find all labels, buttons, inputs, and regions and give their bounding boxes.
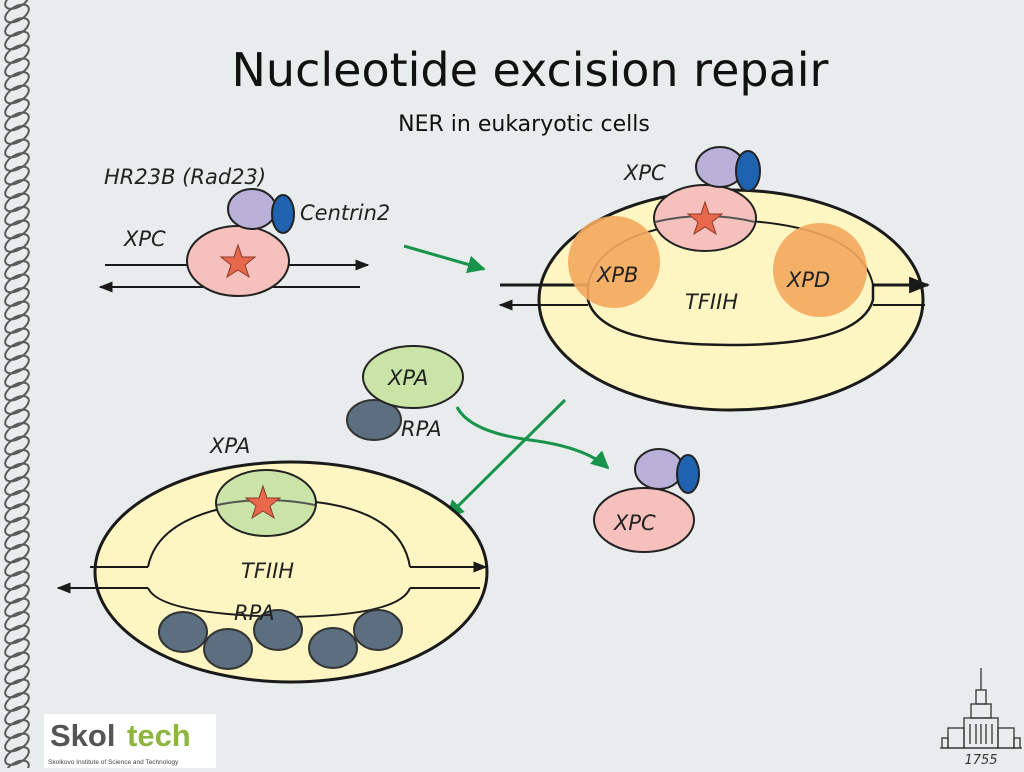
- page-title: Nucleotide excision repair: [232, 43, 829, 97]
- label-tfiih: TFIIH: [685, 290, 738, 314]
- rpa-subunit: [253, 609, 303, 651]
- centrin2-protein-bound: [735, 150, 761, 192]
- lesion-star-icon: [686, 200, 724, 236]
- hr23b-protein-released: [634, 448, 684, 490]
- label-xpd: XPD: [786, 268, 830, 292]
- xpb-protein: [568, 216, 660, 308]
- dna-bubble-lower: [586, 285, 875, 347]
- arrow-xpa-to-complex: [455, 406, 610, 470]
- logo-background: [44, 714, 216, 768]
- skoltech-logo: Skol tech Skolkovo Institute of Science …: [44, 714, 216, 768]
- rpa-subunit: [353, 609, 403, 651]
- label-rpa: RPA: [234, 601, 275, 625]
- xpa-protein: [362, 345, 464, 409]
- free-xpa-rpa: XPA RPA: [346, 345, 464, 441]
- rpa-protein: [346, 399, 402, 441]
- arrow-step1-to-step2: [403, 244, 486, 274]
- label-hr23b: HR23B (Rad23): [104, 165, 266, 189]
- released-xpc: XPC: [593, 448, 700, 553]
- step3-preincision-complex: XPA TFIIH RPA: [56, 434, 489, 684]
- hr23b-protein: [227, 188, 277, 230]
- label-tfiih: TFIIH: [241, 559, 294, 583]
- label-centrin2: Centrin2: [300, 201, 390, 225]
- xpc-protein-released: [593, 487, 695, 553]
- centrin2-protein: [271, 194, 295, 234]
- logo-name-part2: tech: [127, 718, 191, 753]
- label-xpa: XPA: [387, 366, 428, 390]
- step2-tfiih-recruitment: XPC XPB XPD TFIIH: [498, 146, 931, 412]
- arrow-step2-to-step3: [445, 398, 567, 519]
- label-xpc: XPC: [123, 227, 166, 251]
- label-xpc: XPC: [613, 511, 656, 535]
- label-xpa: XPA: [209, 434, 250, 458]
- lesion-star-icon: [244, 484, 282, 520]
- decorative-chain-border: [0, 0, 34, 768]
- lesion-star-icon: [219, 243, 257, 279]
- rpa-subunit: [203, 628, 253, 670]
- rpa-subunit: [308, 627, 358, 669]
- centrin2-protein-released: [676, 454, 700, 494]
- logo-name-part1: Skol: [50, 718, 115, 753]
- logo-tagline: Skolkovo Institute of Science and Techno…: [48, 759, 179, 766]
- step1-xpc-recognition: HR23B (Rad23) Centrin2 XPC: [98, 165, 390, 297]
- label-rpa: RPA: [401, 417, 442, 441]
- university-building-emblem: [940, 668, 1022, 749]
- label-xpc: XPC: [623, 161, 666, 185]
- rpa-subunit: [158, 611, 208, 653]
- label-xpb: XPB: [596, 263, 638, 287]
- xpd-protein: [773, 223, 867, 317]
- page-subtitle: NER in eukaryotic cells: [398, 112, 650, 137]
- emblem-year: 1755: [964, 753, 997, 768]
